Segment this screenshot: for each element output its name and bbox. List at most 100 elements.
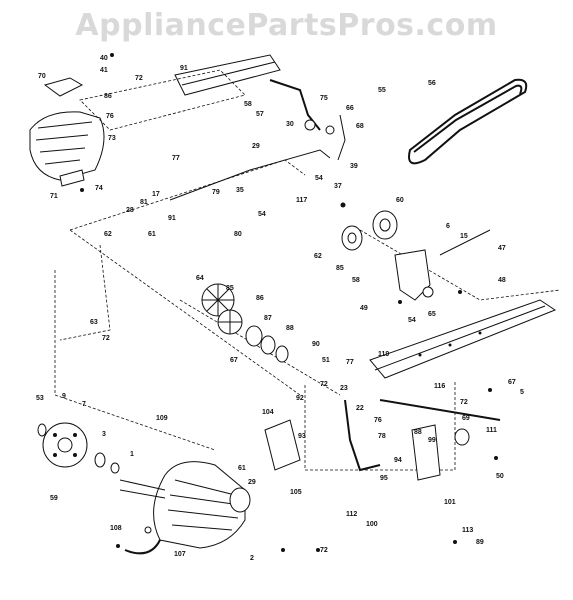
label-81: 81 [140, 199, 148, 206]
label-7: 7 [82, 401, 86, 408]
label-72-e: 72 [320, 547, 328, 554]
label-30: 30 [286, 121, 294, 128]
label-119: 119 [378, 351, 389, 358]
hose-107 [124, 526, 161, 555]
label-51: 51 [322, 357, 330, 364]
bracket-71 [59, 169, 85, 187]
label-47: 47 [498, 245, 506, 252]
label-72-d: 72 [320, 381, 328, 388]
label-107: 107 [174, 551, 186, 558]
label-105: 105 [290, 489, 302, 496]
label-67: 67 [230, 357, 238, 364]
label-76-b: 76 [374, 417, 382, 424]
plate-104 [264, 419, 301, 471]
label-1: 1 [130, 451, 134, 458]
plate-88 [411, 424, 441, 481]
label-60: 60 [396, 197, 404, 204]
label-40: 40 [100, 55, 108, 62]
hub-7 [37, 422, 120, 474]
lever-arm [269, 79, 346, 161]
label-91: 91 [180, 65, 188, 72]
label-9: 9 [62, 393, 66, 400]
label-49: 49 [360, 305, 368, 312]
label-101: 101 [444, 499, 456, 506]
fan-86 [201, 283, 235, 317]
frame-rail-lower [369, 299, 557, 379]
label-73: 73 [108, 135, 116, 142]
label-77: 77 [172, 155, 180, 162]
label-90: 90 [312, 341, 320, 348]
assembly-outlines [54, 69, 561, 471]
label-80: 80 [234, 231, 242, 238]
label-93: 93 [298, 433, 306, 440]
label-86: 86 [104, 93, 112, 100]
label-62-b: 62 [314, 253, 322, 260]
label-66: 66 [346, 105, 354, 112]
label-99: 99 [428, 437, 436, 444]
shaft [379, 399, 501, 446]
label-17: 17 [152, 191, 160, 198]
label-64: 64 [196, 275, 204, 282]
label-57: 57 [256, 111, 264, 118]
label-59: 59 [50, 495, 58, 502]
label-56: 56 [428, 80, 436, 87]
label-58: 58 [244, 101, 252, 108]
label-62: 62 [104, 231, 112, 238]
transaxle [119, 461, 251, 549]
label-89: 89 [476, 539, 484, 546]
label-77-b: 77 [346, 359, 354, 366]
label-108: 108 [110, 525, 122, 532]
label-104: 104 [262, 409, 274, 416]
label-37: 37 [334, 183, 342, 190]
label-68: 68 [356, 123, 364, 130]
label-87: 87 [264, 315, 272, 322]
lever-22 [344, 399, 381, 472]
label-15: 15 [460, 233, 468, 240]
label-55: 55 [378, 87, 386, 94]
part-labels: 70 40 41 72 91 56 86 76 58 57 75 55 73 7… [36, 55, 524, 562]
label-58-b: 58 [352, 277, 360, 284]
label-63: 63 [90, 319, 98, 326]
label-72-b: 72 [102, 335, 110, 342]
label-113: 113 [462, 527, 473, 534]
label-71: 71 [50, 193, 58, 200]
rod-29 [169, 149, 331, 201]
label-75: 75 [320, 95, 328, 102]
label-65: 65 [428, 311, 436, 318]
label-85: 85 [336, 265, 344, 272]
label-95: 95 [380, 475, 388, 482]
frame-rail-upper [174, 54, 281, 96]
label-85-b: 85 [226, 285, 234, 292]
label-76: 76 [106, 113, 114, 120]
idler-bracket [394, 229, 491, 301]
fan-88 [217, 309, 243, 335]
label-29-b: 29 [248, 479, 256, 486]
label-92: 92 [296, 395, 304, 402]
label-50: 50 [496, 473, 504, 480]
label-61-b: 61 [238, 465, 246, 472]
label-61: 61 [148, 231, 156, 238]
label-54-b: 54 [258, 211, 266, 218]
label-72-c: 72 [460, 399, 468, 406]
label-117: 117 [296, 197, 307, 204]
label-86-b: 86 [256, 295, 264, 302]
label-29: 29 [252, 143, 260, 150]
label-70: 70 [38, 73, 46, 80]
label-94: 94 [394, 457, 402, 464]
label-74: 74 [95, 185, 103, 192]
pulley-62 [341, 225, 363, 251]
label-3: 3 [102, 431, 106, 438]
label-72: 72 [135, 75, 143, 82]
label-35: 35 [236, 187, 244, 194]
label-78: 78 [378, 433, 386, 440]
label-112: 112 [346, 511, 357, 518]
label-54-a: 54 [315, 175, 323, 182]
label-2: 2 [250, 555, 254, 562]
label-79: 79 [212, 189, 220, 196]
pulley-stack [245, 325, 289, 363]
label-91-b: 91 [168, 215, 176, 222]
label-28: 28 [126, 207, 134, 214]
label-54-c: 54 [408, 317, 416, 324]
pulley-60 [372, 210, 398, 240]
